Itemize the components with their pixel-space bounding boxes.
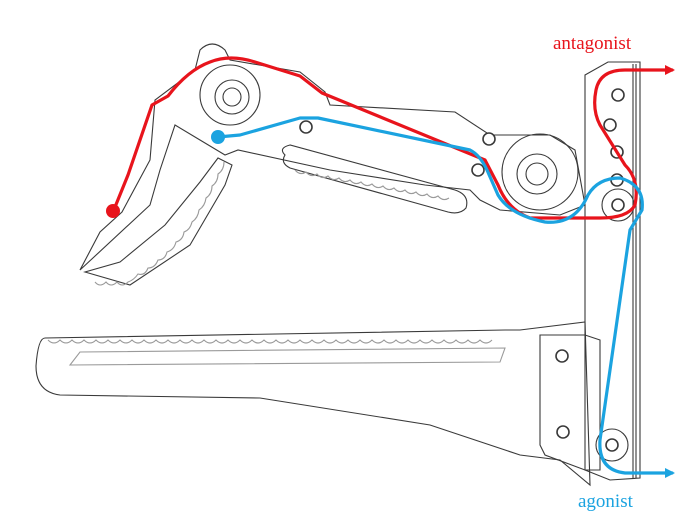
distal-joint-housing [199,64,261,126]
upper-finger [79,43,586,286]
antagonist-tendon [111,56,675,220]
screw [555,349,569,363]
screw [611,88,625,102]
screw [605,438,619,452]
screws [299,88,625,452]
distal-link-outline [79,43,586,271]
lower-jaw-outline [35,321,591,487]
distal-pulley-hub [222,87,242,107]
upright-frame-outline [584,61,641,481]
antagonist-anchor [106,204,120,218]
agonist-label: agonist [578,491,633,512]
agonist-tendon [216,116,675,478]
screw [603,118,617,132]
frame-pulley-bottom [595,428,629,462]
screw [299,120,313,134]
distal-finger-pad [83,157,233,286]
distal-pulley [214,79,250,115]
antagonist-label: antagonist [553,33,632,54]
lower-jaw-pad [68,347,506,366]
proximal-joint-housing [501,133,579,211]
screw [482,132,496,146]
pulleys [214,79,635,462]
screw [611,198,625,212]
screw [471,163,485,177]
screw [556,425,570,439]
proximal-finger-pad [281,144,468,214]
proximal-pulley [516,153,558,195]
distal-finger-teeth [94,161,225,286]
lower-jaw-teeth [47,339,493,344]
base-frame [35,61,641,487]
proximal-finger-teeth [294,169,450,201]
agonist-anchor [211,130,225,144]
proximal-pulley-hub [525,162,549,186]
base-plate-outline [539,334,601,471]
